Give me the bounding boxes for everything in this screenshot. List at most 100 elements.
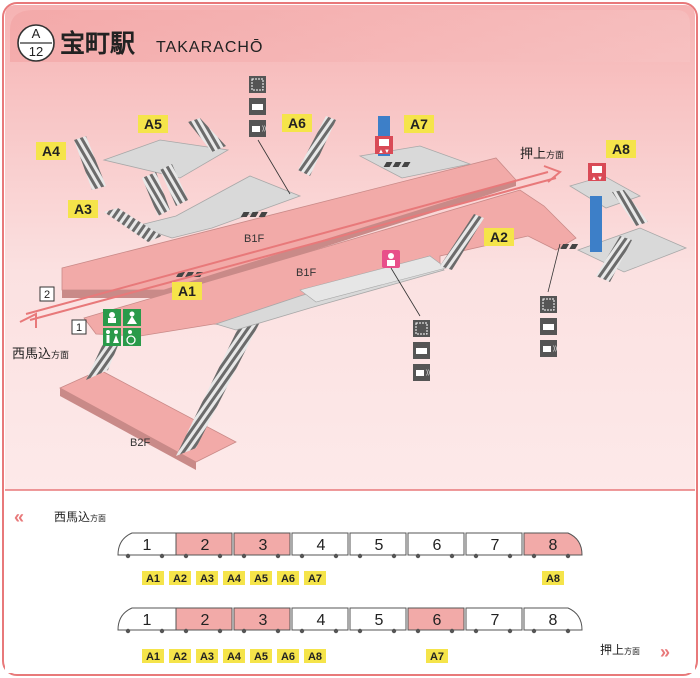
train-car-number: 4	[317, 612, 326, 629]
train-car-number: 8	[549, 537, 558, 554]
exit-badge-a1[interactable]: A1	[172, 282, 202, 300]
exit-badge	[542, 571, 564, 585]
exit-badge-a4[interactable]: A4	[36, 142, 66, 160]
stairs-a6	[298, 116, 336, 176]
ticket-gate	[240, 212, 268, 217]
stairs-a4	[74, 136, 106, 190]
floor-label-b1f-left: B1F	[244, 233, 264, 245]
exit-badge-label: A2	[173, 651, 187, 663]
exit-badge	[169, 571, 191, 585]
floor-label-b2f: B2F	[130, 437, 150, 449]
train-car	[117, 532, 177, 556]
train-car	[117, 607, 177, 631]
svg-text:A5: A5	[144, 116, 162, 132]
train-car-number: 5	[375, 537, 384, 554]
wheel	[299, 628, 305, 634]
baby-room-icon	[382, 250, 400, 268]
train-car	[465, 607, 523, 631]
ticket-gate	[383, 162, 411, 167]
stairs-a3	[104, 208, 162, 242]
exit-badge	[196, 571, 218, 585]
train-car-number: 5	[375, 612, 384, 629]
exit-badge-label: A1	[146, 573, 160, 585]
wheel	[125, 628, 131, 634]
wheel	[531, 628, 537, 634]
exit-badge	[250, 649, 272, 663]
svg-text:)): ))	[426, 370, 430, 376]
wheel	[507, 553, 513, 559]
train-car-number: 3	[259, 537, 268, 554]
exit-badge	[169, 649, 191, 663]
track-1-arrow	[19, 165, 562, 328]
svg-text:A1: A1	[178, 283, 196, 299]
stairs-a2	[440, 214, 484, 270]
wheel	[159, 553, 165, 559]
svg-text:▲▼: ▲▼	[378, 149, 390, 155]
train-car-number: 2	[201, 537, 210, 554]
wheel	[275, 553, 281, 559]
exit-badge	[223, 571, 245, 585]
direction-header-nishimagome: « 西馬込方面	[14, 507, 106, 527]
exit-badge	[304, 571, 326, 585]
train-car	[407, 607, 465, 631]
svg-text:A3: A3	[74, 201, 92, 217]
exit-badge-a2[interactable]: A2	[484, 228, 514, 246]
stairs-a8	[612, 190, 648, 226]
exit-badge-a6[interactable]: A6	[282, 114, 312, 132]
train-car-number: 4	[317, 537, 326, 554]
exit-badge-label: A4	[227, 573, 242, 585]
exit-badge	[142, 649, 164, 663]
ticket-machine-icon	[249, 76, 266, 93]
wheel	[565, 628, 571, 634]
train-car	[523, 532, 583, 556]
wheel	[125, 553, 131, 559]
station-code-badge: A 12	[17, 24, 55, 62]
wheel	[217, 553, 223, 559]
train-car-number: 6	[433, 612, 442, 629]
svg-text:A2: A2	[490, 229, 508, 245]
direction-label: 押上方面	[600, 643, 640, 657]
stairs	[176, 316, 262, 456]
wheel	[391, 628, 397, 634]
stairs-a5b	[160, 164, 188, 206]
wheel	[415, 628, 421, 634]
facility-stack-center: ))	[413, 320, 430, 381]
exit-badge-label: A3	[200, 651, 214, 663]
exit-badge-a7[interactable]: A7	[404, 115, 434, 133]
exit-badge-a8[interactable]: A8	[606, 140, 636, 158]
svg-text:)): ))	[262, 126, 266, 132]
svg-text:)): ))	[553, 346, 557, 352]
wheel	[333, 628, 339, 634]
exit-badge	[223, 649, 245, 663]
toilet-group	[103, 309, 141, 346]
exit-badge-a5[interactable]: A5	[138, 115, 168, 133]
exit-badge	[196, 649, 218, 663]
facility-stack-a6: ))	[249, 76, 291, 195]
direction-oshiage: 押上方面	[520, 146, 564, 161]
train-car	[465, 532, 523, 556]
wheel	[241, 628, 247, 634]
train-car	[291, 607, 349, 631]
exit-badge-a3[interactable]: A3	[68, 200, 98, 218]
double-chevron-left-icon: «	[14, 507, 24, 527]
train-car-number: 2	[201, 612, 210, 629]
ticket-gate	[560, 244, 579, 249]
train-car	[233, 532, 291, 556]
train-car-number: 3	[259, 612, 268, 629]
wheel	[183, 628, 189, 634]
guide-background	[5, 490, 695, 673]
exit-badge-label: A7	[308, 573, 322, 585]
svg-text:▲▼: ▲▼	[591, 176, 603, 182]
exit-badge	[277, 649, 299, 663]
train-car-number: 6	[433, 537, 442, 554]
train-car	[523, 607, 583, 631]
exit-badge-label: A3	[200, 573, 214, 585]
wheel	[299, 553, 305, 559]
svg-text:A8: A8	[612, 141, 630, 157]
wheel	[449, 553, 455, 559]
svg-text:A7: A7	[410, 116, 428, 132]
exit-badge	[277, 571, 299, 585]
toilet-icon	[103, 328, 121, 346]
stairs-a5c	[188, 118, 226, 152]
